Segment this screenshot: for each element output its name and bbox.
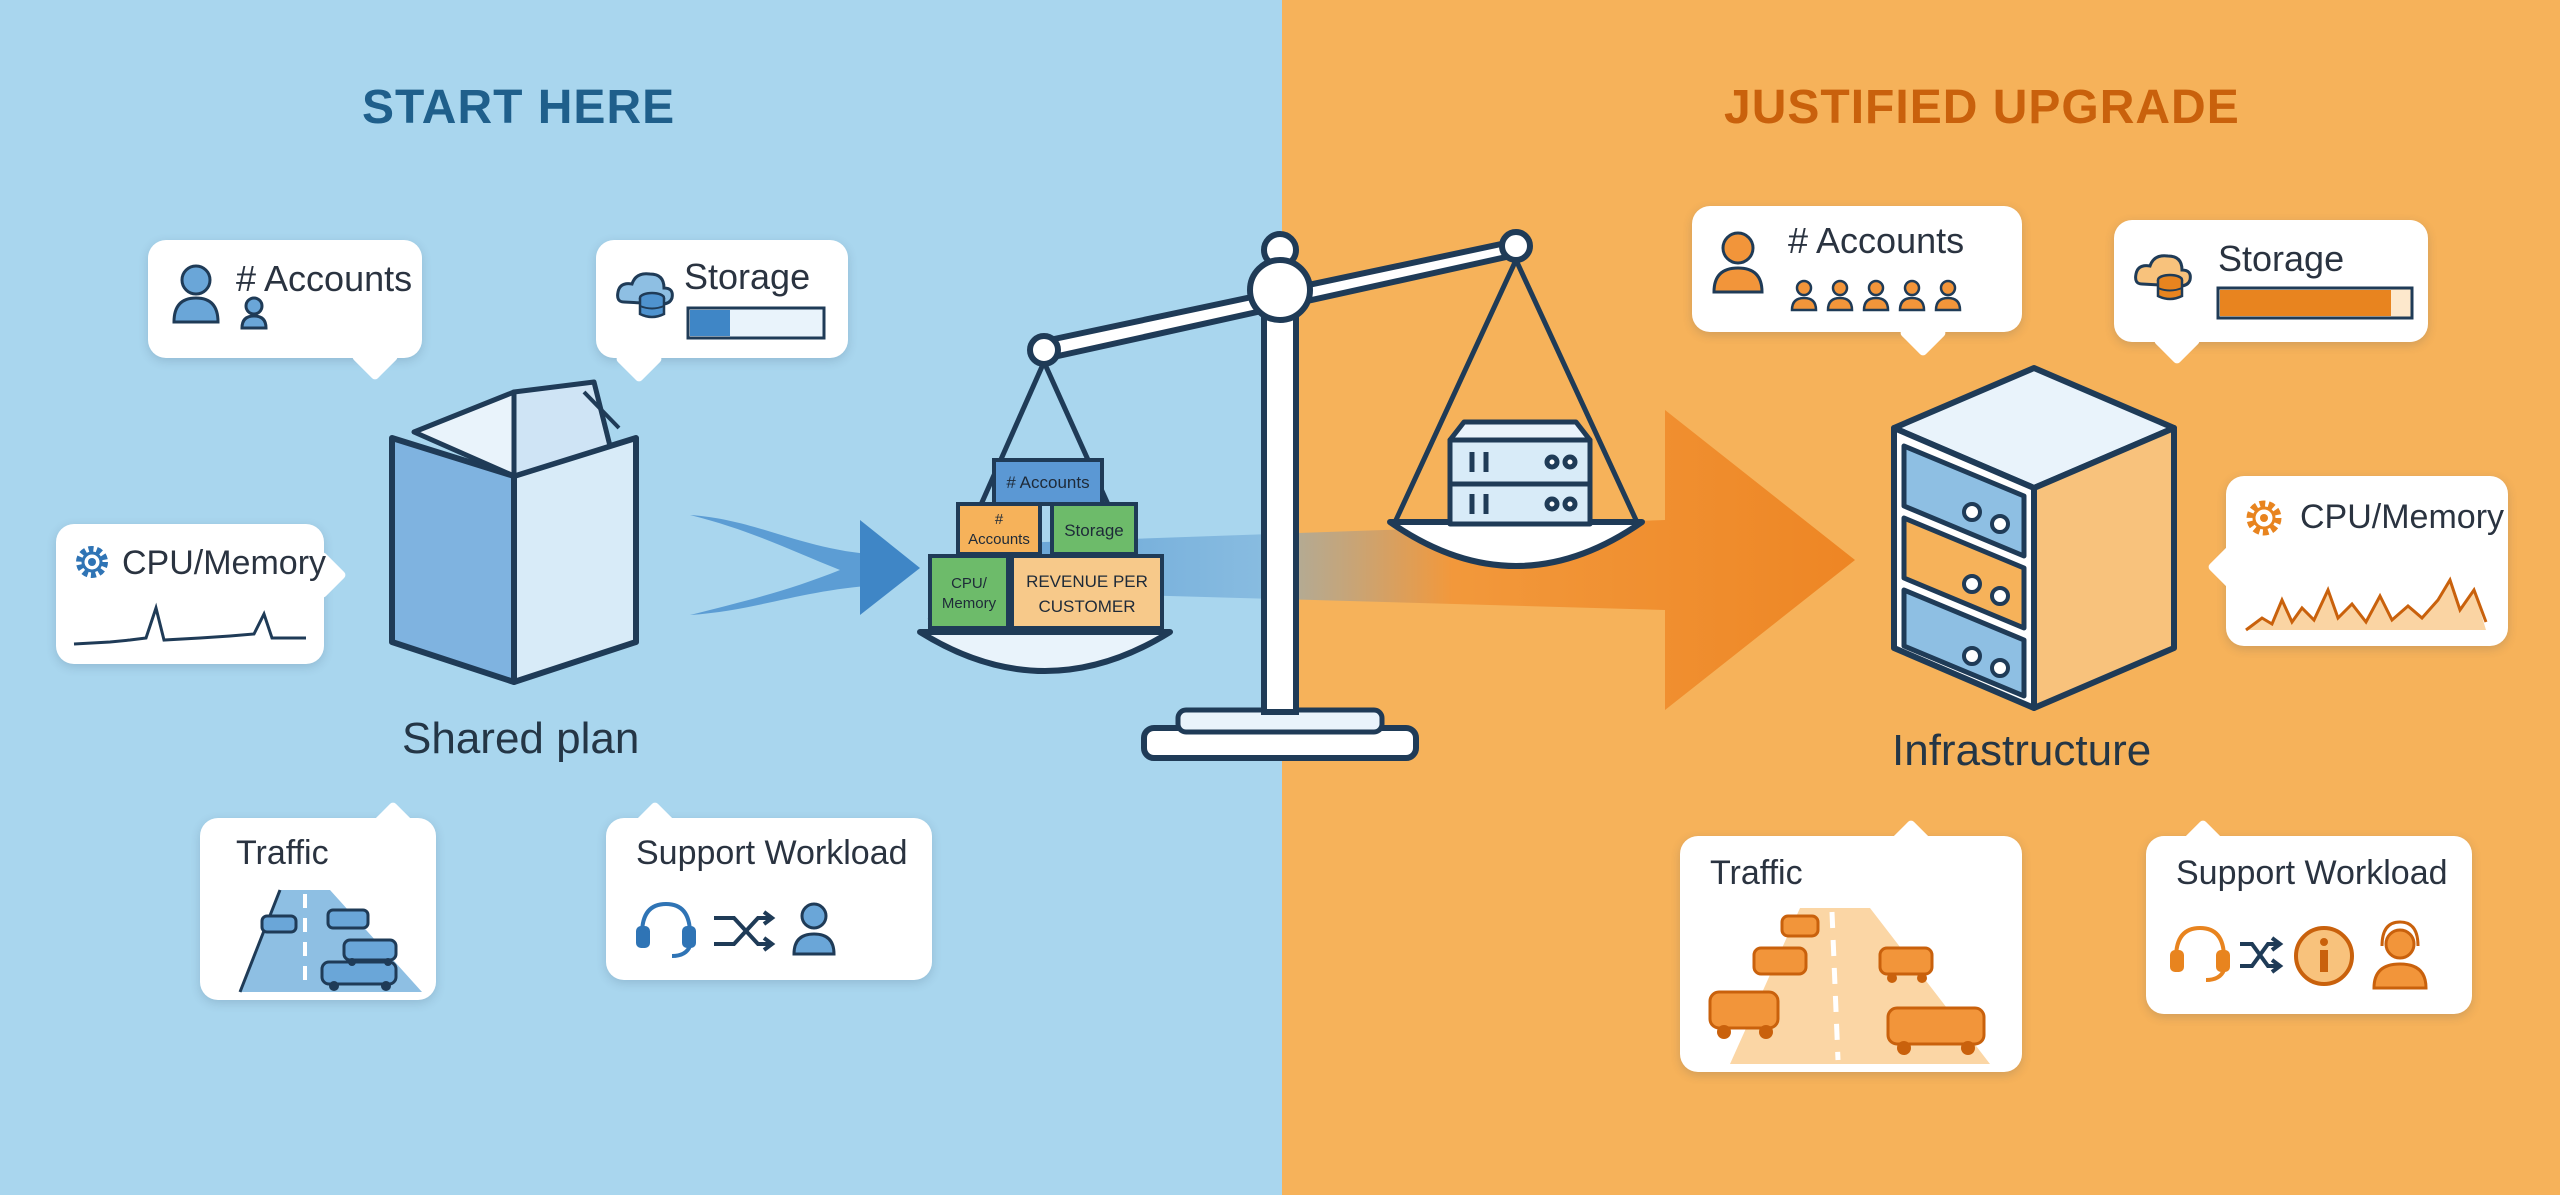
right-cpu-label: CPU/Memory <box>2300 498 2505 536</box>
block-storage-label: Storage <box>1064 521 1124 540</box>
block-revenue <box>1010 554 1164 630</box>
shuffle-orange-icon <box>2240 936 2284 974</box>
block-cpu-label-2: Memory <box>942 595 997 612</box>
right-traffic-label: Traffic <box>1710 854 1803 892</box>
metric-blocks <box>928 458 1164 630</box>
road-cars-orange-icon <box>1708 908 1990 1064</box>
left-cpu-label: CPU/Memory <box>122 544 327 582</box>
block-storage <box>1050 502 1138 556</box>
support-orange-icons <box>2170 920 2428 990</box>
user-group-icon <box>172 264 268 330</box>
block-accounts-label-1: # <box>995 511 1004 528</box>
left-cpu-bubble: CPU/Memory <box>56 524 348 664</box>
left-support-label: Support Workload <box>636 834 908 872</box>
left-accounts-bubble: # Accounts <box>148 240 422 382</box>
shared-plan-book-icon <box>389 379 639 685</box>
agent-orange-icon <box>2372 920 2428 990</box>
block-accounts-top <box>992 458 1104 506</box>
left-cpu-sparkline <box>73 602 306 646</box>
right-cpu-sparkline <box>2245 576 2488 632</box>
block-accounts <box>956 502 1042 556</box>
support-icons <box>636 901 836 958</box>
block-revenue-label-1: REVENUE PER <box>1026 572 1148 591</box>
cloud-database-icon <box>616 272 674 319</box>
left-storage-label: Storage <box>684 256 811 297</box>
road-cars-icon <box>238 889 422 993</box>
right-panel-title: JUSTIFIED UPGRADE <box>1724 81 2240 134</box>
headset-orange-icon <box>2170 925 2230 982</box>
left-support-bubble: Support Workload <box>606 800 932 980</box>
block-cpu-label-1: CPU/ <box>951 575 988 592</box>
right-storage-bar-fill <box>2220 290 2391 316</box>
cloud-database-orange-icon <box>2134 254 2192 301</box>
left-storage-bar <box>686 306 826 340</box>
left-flow-arrow <box>690 515 920 615</box>
block-revenue-label-2: CUSTOMER <box>1039 597 1136 616</box>
right-caption: Infrastructure <box>1892 726 2152 775</box>
block-accounts-label-2: Accounts <box>968 531 1030 548</box>
gear-orange-icon <box>2246 500 2282 536</box>
left-accounts-label: # Accounts <box>236 258 413 299</box>
gear-icon <box>76 546 108 578</box>
shuffle-icon <box>714 910 776 952</box>
infrastructure-server-icon <box>1891 365 2177 711</box>
left-storage-bubble: Storage <box>596 240 848 384</box>
user-icon <box>792 902 836 956</box>
headset-icon <box>636 901 696 958</box>
right-storage-bar <box>2216 286 2414 320</box>
right-accounts-label: # Accounts <box>1788 220 1965 261</box>
left-panel-title: START HERE <box>362 81 676 134</box>
right-traffic-bubble: Traffic <box>1680 818 2022 1072</box>
left-traffic-label: Traffic <box>236 834 329 872</box>
right-accounts-bubble: # Accounts <box>1692 206 2022 358</box>
right-storage-bubble: Storage <box>2114 220 2428 366</box>
block-accounts-top-label: # Accounts <box>1006 473 1089 492</box>
right-support-bubble: Support Workload <box>2146 818 2472 1014</box>
right-cpu-bubble: CPU/Memory <box>2206 476 2508 646</box>
info-orange-icon <box>2294 926 2354 986</box>
left-traffic-bubble: Traffic <box>200 800 436 1000</box>
right-storage-label: Storage <box>2218 238 2345 279</box>
user-group-orange-icon <box>1712 231 1962 312</box>
left-caption: Shared plan <box>402 714 640 763</box>
right-support-label: Support Workload <box>2176 854 2448 892</box>
left-storage-bar-fill <box>690 310 730 336</box>
block-cpu <box>928 554 1010 630</box>
mini-server-icon <box>1447 419 1593 527</box>
main-flow-arrow <box>960 410 1855 710</box>
